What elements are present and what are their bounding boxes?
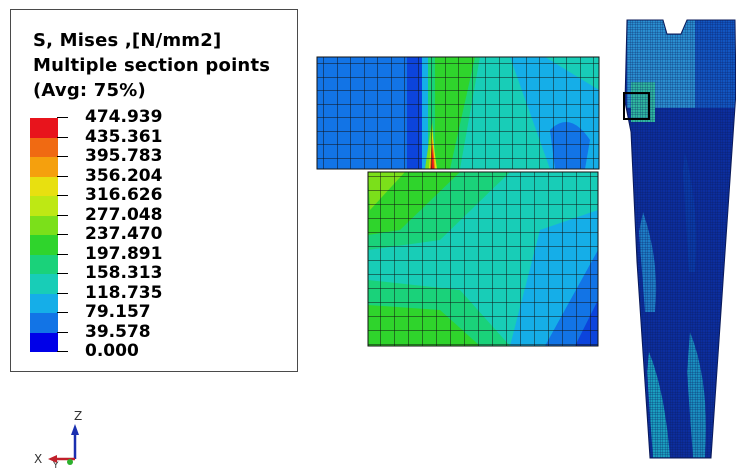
- legend-tick: [57, 175, 68, 177]
- legend-swatch: [30, 254, 58, 274]
- legend-tick: [57, 234, 68, 235]
- legend-swatch: [30, 235, 58, 255]
- legend-swatch: [30, 196, 58, 216]
- zoom-region-marker: [623, 92, 650, 120]
- legend-value: 39.578: [57, 321, 162, 343]
- legend-value-text: 0.000: [85, 341, 139, 361]
- legend-value: 79.157: [57, 302, 162, 323]
- legend-swatch: [30, 274, 58, 294]
- x-axis-label: X: [34, 452, 42, 466]
- legend-swatch: [30, 137, 58, 157]
- legend-value: 395.783: [57, 146, 163, 167]
- coordinate-triad: Z X Y: [34, 409, 82, 470]
- legend-swatch: [30, 313, 58, 333]
- upper-part: [316, 56, 600, 170]
- legend-tick: [57, 351, 68, 352]
- legend-swatch: [30, 157, 58, 177]
- legend-tick: [57, 195, 68, 196]
- legend-subtitle: Multiple section points: [33, 55, 271, 76]
- legend-value-text: 356.204: [85, 165, 163, 186]
- legend-value: 158.313: [57, 263, 163, 284]
- z-axis-label: Z: [74, 409, 82, 423]
- blade-model: [625, 20, 736, 458]
- legend-swatch: [30, 332, 58, 352]
- legend-tick: [57, 273, 68, 274]
- legend-averaging: (Avg: 75%): [33, 80, 146, 101]
- legend-swatch: [30, 118, 58, 138]
- legend-value-text: 237.470: [85, 224, 163, 244]
- full-model-view: [623, 19, 736, 459]
- legend-value-text: 316.626: [85, 185, 163, 205]
- legend-value: 237.470: [57, 224, 163, 245]
- legend-value-text: 39.578: [85, 321, 151, 342]
- y-axis-label: Y: [52, 461, 59, 470]
- legend-value-text: 118.735: [85, 282, 163, 303]
- legend-tick: [57, 292, 68, 294]
- legend-value: 356.204: [57, 165, 163, 187]
- legend-value-text: 197.891: [85, 243, 163, 264]
- legend-value: 474.939: [57, 107, 163, 128]
- contour-legend: S, Mises ,[N/mm2] Multiple section point…: [10, 9, 298, 372]
- legend-value: 197.891: [57, 243, 163, 265]
- legend-tick: [57, 214, 68, 216]
- zoomed-detail-view: [316, 56, 600, 347]
- legend-tick: [57, 136, 68, 138]
- legend-value-text: 79.157: [85, 302, 151, 322]
- legend-tick: [57, 331, 68, 333]
- legend-value-text: 277.048: [85, 204, 163, 225]
- legend-value-text: 395.783: [85, 146, 163, 166]
- legend-value: 435.361: [57, 126, 163, 148]
- legend-title: S, Mises ,[N/mm2]: [33, 30, 222, 51]
- legend-value: 277.048: [57, 204, 163, 226]
- legend-swatch: [30, 176, 58, 196]
- legend-value: 316.626: [57, 185, 163, 206]
- legend-value-text: 474.939: [85, 107, 163, 127]
- legend-value-text: 435.361: [85, 126, 163, 147]
- legend-swatch: [30, 293, 58, 313]
- legend-value: 0.000: [57, 341, 162, 362]
- legend-value: 118.735: [57, 282, 163, 304]
- legend-tick: [57, 253, 68, 255]
- legend-tick: [57, 312, 68, 313]
- legend-tick: [57, 156, 68, 157]
- legend-color-bar: [30, 118, 58, 352]
- lower-part: [367, 171, 599, 347]
- legend-value-text: 158.313: [85, 263, 163, 283]
- legend-swatch: [30, 215, 58, 235]
- legend-tick: [57, 117, 68, 118]
